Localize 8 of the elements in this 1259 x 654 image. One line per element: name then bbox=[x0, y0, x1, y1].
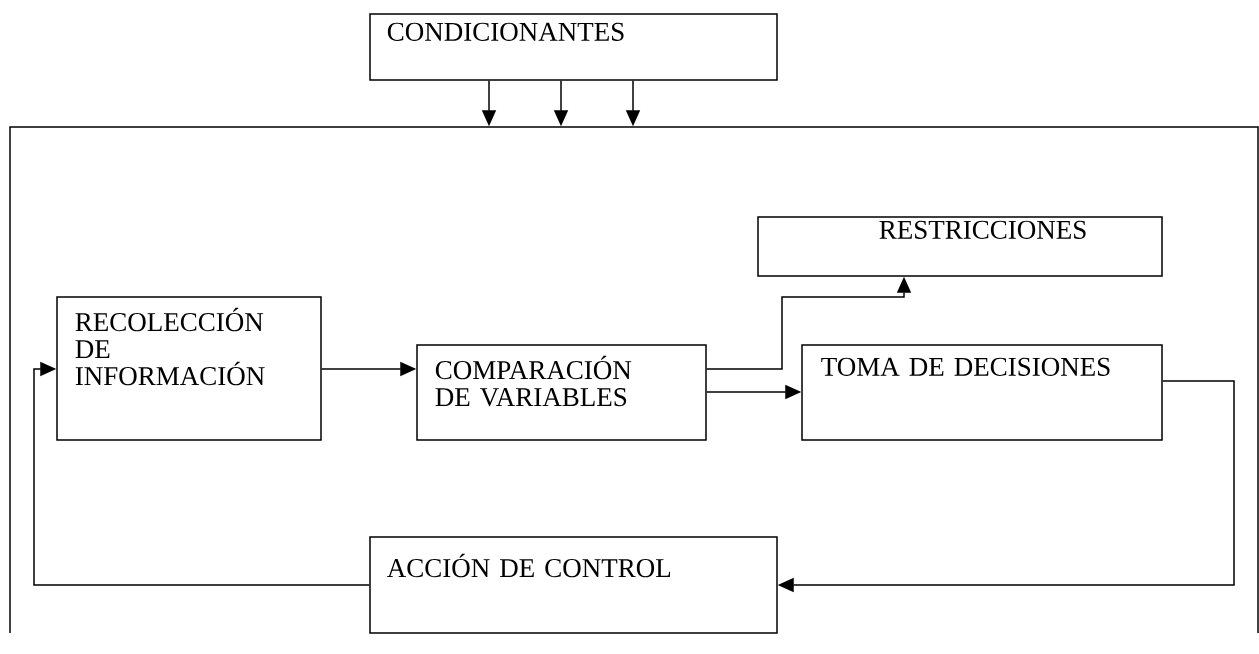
process-box: RESTRICCIONES bbox=[757, 216, 1163, 277]
arrow bbox=[33, 361, 370, 586]
system-frame bbox=[9, 126, 1259, 634]
process-box: COMPARACIÓN DE VARIABLES bbox=[416, 344, 707, 441]
process-box: TOMA DE DECISIONES bbox=[801, 344, 1163, 441]
process-box: CONDICIONANTES bbox=[369, 13, 778, 81]
process-box: RECOLECCIÓN DE INFORMACIÓN bbox=[56, 296, 322, 441]
process-box: ACCIÓN DE CONTROL bbox=[369, 536, 778, 634]
